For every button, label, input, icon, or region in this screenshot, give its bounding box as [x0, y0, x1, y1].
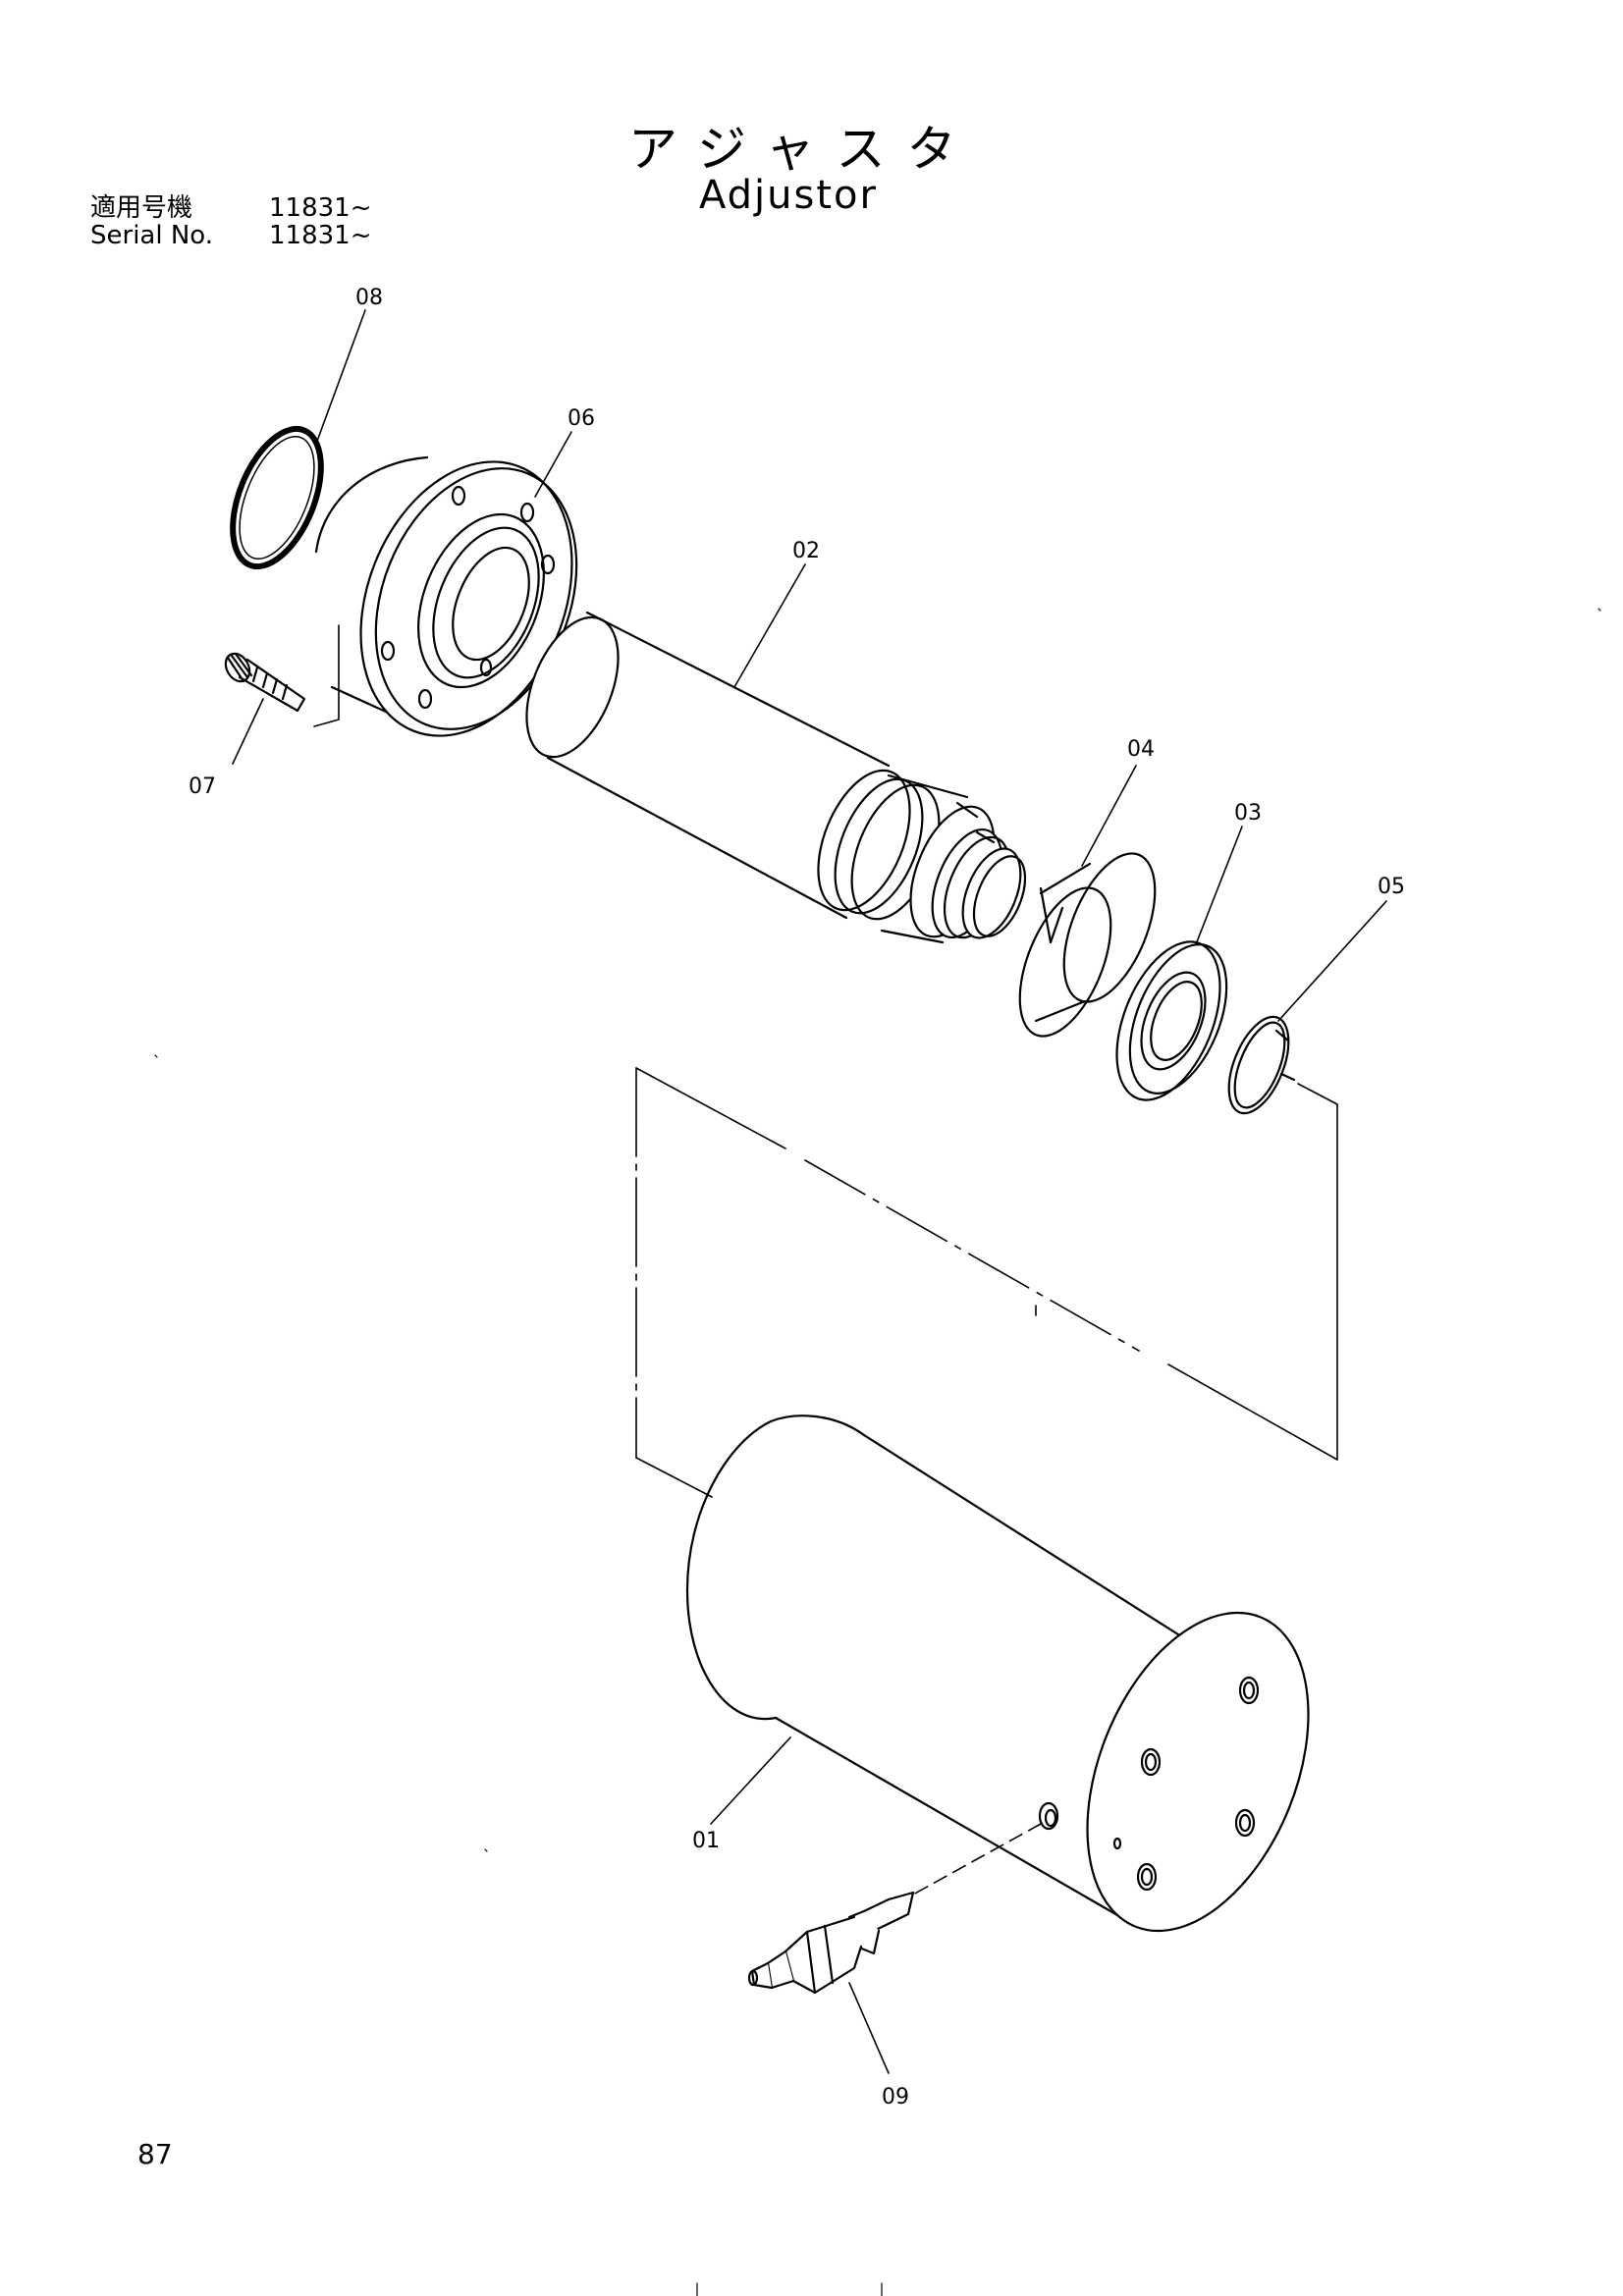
- bushing-04-drawing: [1018, 852, 1157, 1038]
- serial-jp-value: 11831~: [269, 193, 372, 223]
- piston-rod-02-drawing: [525, 611, 1027, 944]
- snap-ring-05-drawing: [1227, 1015, 1296, 1115]
- serial-jp-label: 適用号機: [90, 193, 193, 223]
- part-label-05: 05: [1378, 875, 1405, 899]
- serial-en-label: Serial No.: [90, 221, 213, 250]
- seal-03-drawing: [1115, 940, 1228, 1101]
- part-label-09: 09: [882, 2085, 909, 2109]
- part-label-03: 03: [1234, 801, 1262, 826]
- leader-lines: [232, 309, 1387, 2074]
- grease-fitting-09-drawing: [747, 1823, 1042, 1995]
- serial-row-jp: 適用号機 11831~: [90, 194, 372, 222]
- part-label-01: 01: [692, 1829, 720, 1853]
- cylinder-01-drawing: [685, 1415, 1310, 1933]
- serial-en-value: 11831~: [269, 221, 372, 250]
- part-label-08: 08: [355, 286, 383, 310]
- flange-06-drawing: [313, 455, 578, 737]
- o-ring-08-drawing: [230, 425, 324, 570]
- assembly-reference-lines: [635, 1067, 1338, 1498]
- part-label-02: 02: [792, 539, 820, 563]
- page-number: 87: [137, 2138, 173, 2170]
- part-label-06: 06: [568, 406, 595, 431]
- serial-row-en: Serial No. 11831~: [90, 222, 372, 249]
- bolt-07-drawing: [224, 652, 306, 713]
- part-label-07: 07: [189, 774, 216, 799]
- title-english: Adjustor: [699, 173, 878, 218]
- scan-artifacts: [154, 608, 1601, 2296]
- title-japanese: アジャスタ: [628, 121, 978, 178]
- serial-info: 適用号機 11831~ Serial No. 11831~: [90, 194, 372, 249]
- part-label-04: 04: [1127, 737, 1155, 762]
